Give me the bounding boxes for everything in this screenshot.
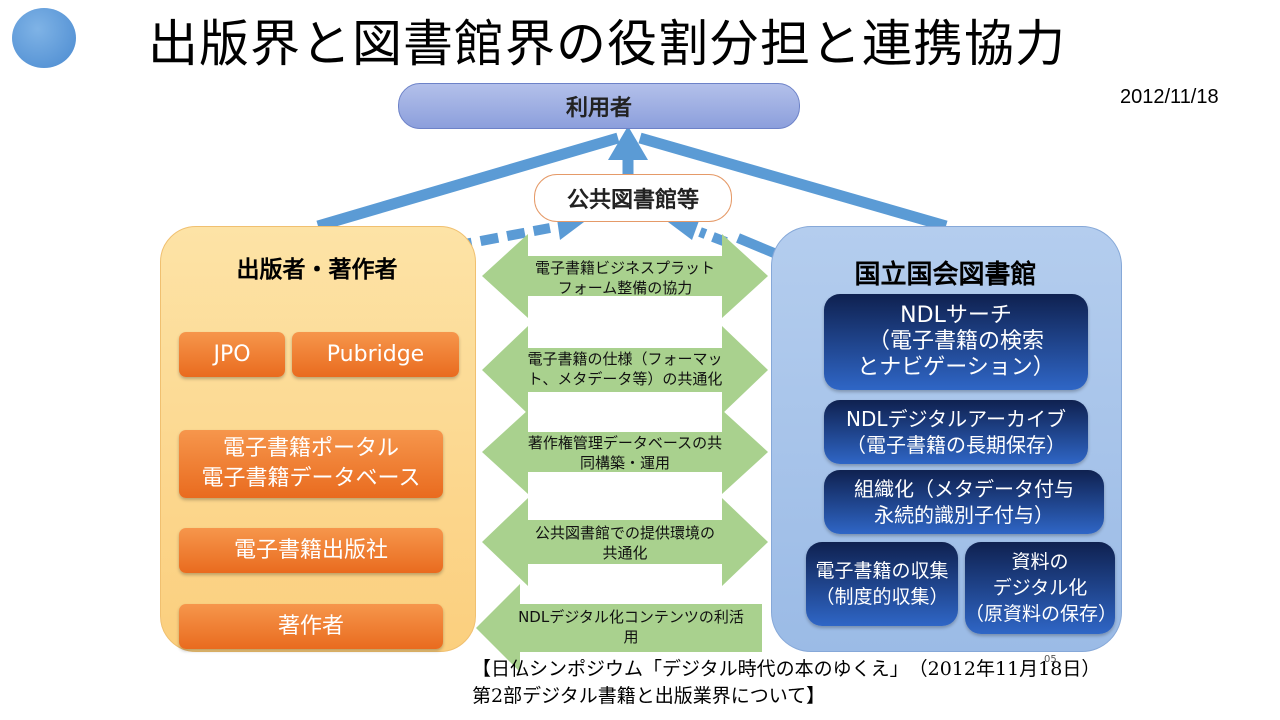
slide-title: 出版界と図書館界の役割分担と連携協力	[148, 15, 1066, 73]
coop-arrow-3	[482, 410, 768, 494]
ebook-publisher-box: 電子書籍出版社	[179, 528, 443, 573]
arrow-publishers-to-users	[316, 132, 620, 232]
users-node: 利用者	[398, 83, 800, 129]
coop-label-5: NDLデジタル化コンテンツの利活 用	[518, 608, 744, 646]
coop-arrow-5	[476, 584, 762, 672]
source-line-1: 【日仏シンポジウム「デジタル時代の本のゆくえ」 （2012年11月18日）	[472, 658, 1101, 680]
source-line-2: 第2部デジタル書籍と出版業界について】	[472, 685, 826, 707]
jpo-box: JPO	[179, 332, 285, 377]
pubridge-box: Pubridge	[292, 332, 459, 377]
ndl-heading: 国立国会図書館	[854, 260, 1037, 290]
digitization-box: 資料の デジタル化 （原資料の保存）	[965, 542, 1117, 634]
coop-arrow-2	[482, 326, 768, 414]
slide-date: 2012/11/18	[1120, 86, 1219, 108]
public-library-node: 公共図書館等	[534, 174, 732, 222]
page-number: 05	[1044, 654, 1057, 665]
ndl-archive-box: NDLデジタルアーカイブ （電子書籍の長期保存）	[824, 400, 1088, 464]
title-bullet	[12, 8, 76, 68]
arrow-ndl-to-users	[638, 132, 948, 232]
coop-label-2: 電子書籍の仕様（フォーマッ ト、メタデータ等）の共通化	[527, 350, 723, 388]
coop-label-1: 電子書籍ビジネスプラット フォーム整備の協力	[534, 259, 715, 297]
coop-label-3: 著作権管理データベースの共 同構築・運用	[527, 434, 723, 472]
arrowhead-library-right	[668, 218, 700, 240]
coop-label-4: 公共図書館での提供環境の 共通化	[534, 524, 715, 562]
arrow-ndl-to-library-dashed	[698, 227, 728, 247]
publishers-heading: 出版者・著作者	[236, 257, 398, 283]
arrowhead-users	[608, 126, 648, 160]
ebook-collection-box: 電子書籍の収集 （制度的収集）	[806, 542, 958, 626]
source-citation: 【日仏シンポジウム「デジタル時代の本のゆくえ」 （2012年11月18日） 第2…	[472, 656, 1100, 710]
metadata-box: 組織化（メタデータ付与 永続的識別子付与）	[824, 470, 1104, 534]
author-box: 著作者	[179, 604, 443, 649]
coop-arrow-1	[482, 234, 768, 318]
ndl-search-box: NDLサーチ （電子書籍の検索 とナビゲーション）	[824, 294, 1088, 390]
coop-arrow-4	[482, 498, 768, 586]
ebook-portal-box: 電子書籍ポータル 電子書籍データベース	[179, 430, 443, 498]
